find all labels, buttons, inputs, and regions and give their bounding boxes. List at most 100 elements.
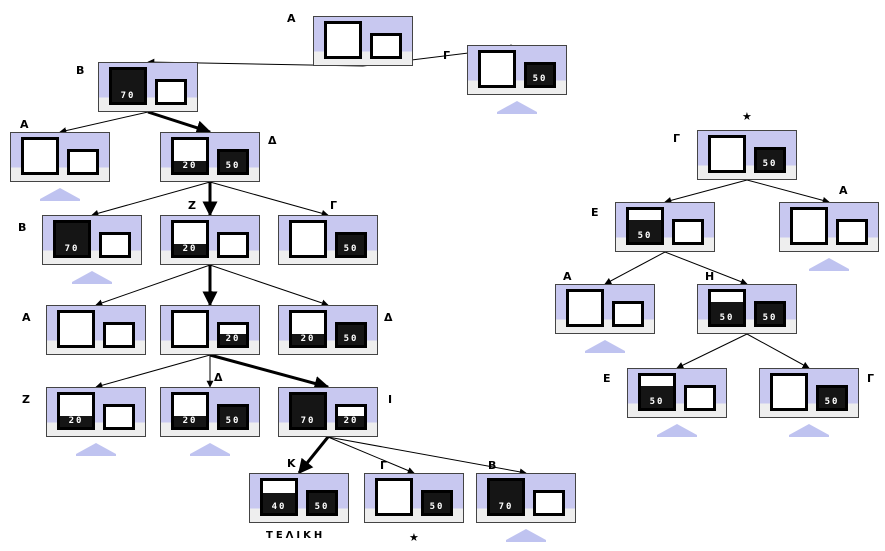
node-label: Α	[20, 118, 29, 131]
small-jug: 50	[754, 301, 786, 327]
dead-end-marker	[657, 424, 697, 437]
small-jug-amount: 20	[343, 416, 359, 426]
big-jug	[289, 220, 327, 258]
big-jug-water	[174, 415, 206, 427]
big-jug: 40	[260, 478, 298, 516]
big-jug-water	[56, 223, 88, 255]
node-label: Γ	[330, 199, 338, 212]
small-jug	[103, 404, 135, 430]
node-label: Β	[76, 64, 85, 77]
small-jug-amount: 50	[762, 159, 778, 169]
big-jug	[21, 137, 59, 175]
small-jug-amount: 50	[762, 313, 778, 323]
big-jug-water	[490, 481, 522, 513]
node-label: Ε	[603, 372, 611, 385]
small-jug-amount: 50	[343, 244, 359, 254]
big-jug: 70	[487, 478, 525, 516]
state-node: 50	[615, 202, 715, 252]
node-label: Γ	[443, 49, 451, 62]
small-jug-amount: 50	[532, 74, 548, 84]
small-jug-water	[424, 493, 450, 513]
tree-edge	[95, 264, 211, 307]
tree-edge	[209, 181, 329, 217]
node-label: Α	[287, 12, 296, 25]
small-jug	[67, 149, 99, 175]
state-node	[313, 16, 413, 66]
big-jug-amount: 20	[182, 244, 198, 254]
small-jug	[836, 219, 868, 245]
node-label: Ζ	[22, 393, 30, 406]
small-jug	[612, 301, 644, 327]
big-jug-amount: 20	[182, 416, 198, 426]
tree-edge	[746, 333, 810, 369]
dead-end-marker	[789, 424, 829, 437]
small-jug	[533, 490, 565, 516]
tree-edge	[604, 251, 666, 285]
state-node: 50 50	[697, 284, 797, 334]
state-node: 20	[160, 215, 260, 265]
solution-path-edge	[147, 110, 212, 135]
small-jug: 50	[524, 62, 556, 88]
small-jug-water	[220, 407, 246, 427]
big-jug: 50	[708, 289, 746, 327]
big-jug	[708, 135, 746, 173]
small-jug: 50	[816, 385, 848, 411]
big-jug: 20	[289, 310, 327, 348]
small-jug-water	[338, 235, 364, 255]
small-jug: 50	[217, 149, 249, 175]
node-label: Κ	[287, 457, 296, 470]
big-jug-amount: 70	[64, 244, 80, 254]
tree-edge	[59, 111, 149, 135]
big-jug	[770, 373, 808, 411]
node-label: Ι	[388, 393, 393, 406]
big-jug: 20	[171, 137, 209, 175]
big-jug-amount: 40	[271, 502, 287, 512]
big-jug: 70	[53, 220, 91, 258]
small-jug-water	[757, 304, 783, 324]
big-jug-water	[292, 333, 324, 345]
state-node: 70 20	[278, 387, 378, 437]
big-jug-amount: 50	[719, 313, 735, 323]
big-jug	[375, 478, 413, 516]
big-jug-amount: 20	[300, 334, 316, 344]
small-jug	[370, 33, 402, 59]
tree-edge	[95, 354, 211, 389]
big-jug-amount: 50	[649, 397, 665, 407]
star-mark: ★	[742, 110, 752, 123]
big-jug	[324, 21, 362, 59]
dead-end-marker	[72, 271, 112, 284]
node-label: Β	[18, 221, 27, 234]
small-jug-water	[757, 150, 783, 170]
small-jug-water	[819, 388, 845, 408]
big-jug: 50	[626, 207, 664, 245]
state-node: 70	[476, 473, 576, 523]
tree-edge	[209, 264, 329, 307]
small-jug-amount: 50	[225, 161, 241, 171]
state-node: 70	[42, 215, 142, 265]
state-node: 70	[98, 62, 198, 112]
small-jug-water	[220, 152, 246, 172]
node-label: Ε	[591, 206, 599, 219]
small-jug	[155, 79, 187, 105]
dead-end-marker	[190, 443, 230, 456]
big-jug-water	[112, 70, 144, 102]
big-jug-amount: 50	[637, 231, 653, 241]
big-jug	[57, 310, 95, 348]
state-node: 50	[759, 368, 859, 418]
tree-edge	[327, 436, 415, 474]
tree-edge	[746, 179, 830, 204]
big-jug	[566, 289, 604, 327]
node-label: Δ	[214, 371, 223, 384]
big-jug-water	[263, 493, 295, 513]
big-jug: 70	[289, 392, 327, 430]
state-node: 40 50	[249, 473, 349, 523]
small-jug-water	[309, 493, 335, 513]
node-label: Α	[563, 270, 572, 283]
big-jug-amount: 20	[182, 161, 198, 171]
small-jug-amount: 50	[314, 502, 330, 512]
big-jug-amount: 70	[120, 91, 136, 101]
small-jug-water	[338, 325, 364, 345]
big-jug: 20	[171, 220, 209, 258]
